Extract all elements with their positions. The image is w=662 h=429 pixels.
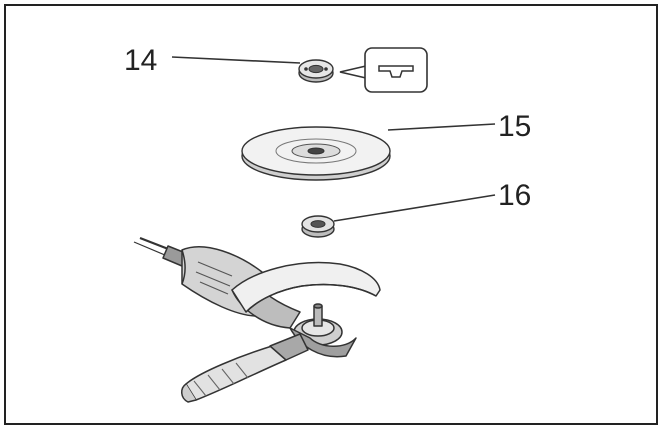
nut-orientation-inset — [339, 47, 428, 93]
leader-line-15 — [387, 123, 496, 131]
inner-flange — [301, 215, 335, 238]
callout-label-14: 14 — [124, 44, 157, 77]
callout-label-15: 15 — [498, 110, 531, 143]
callout-label-16: 16 — [498, 179, 531, 212]
leader-line-14 — [171, 56, 301, 64]
leader-line-16 — [333, 194, 496, 222]
diagram-frame — [4, 4, 658, 425]
angle-grinder — [133, 236, 381, 403]
grinding-disc — [241, 126, 391, 181]
clamping-nut — [298, 59, 334, 83]
